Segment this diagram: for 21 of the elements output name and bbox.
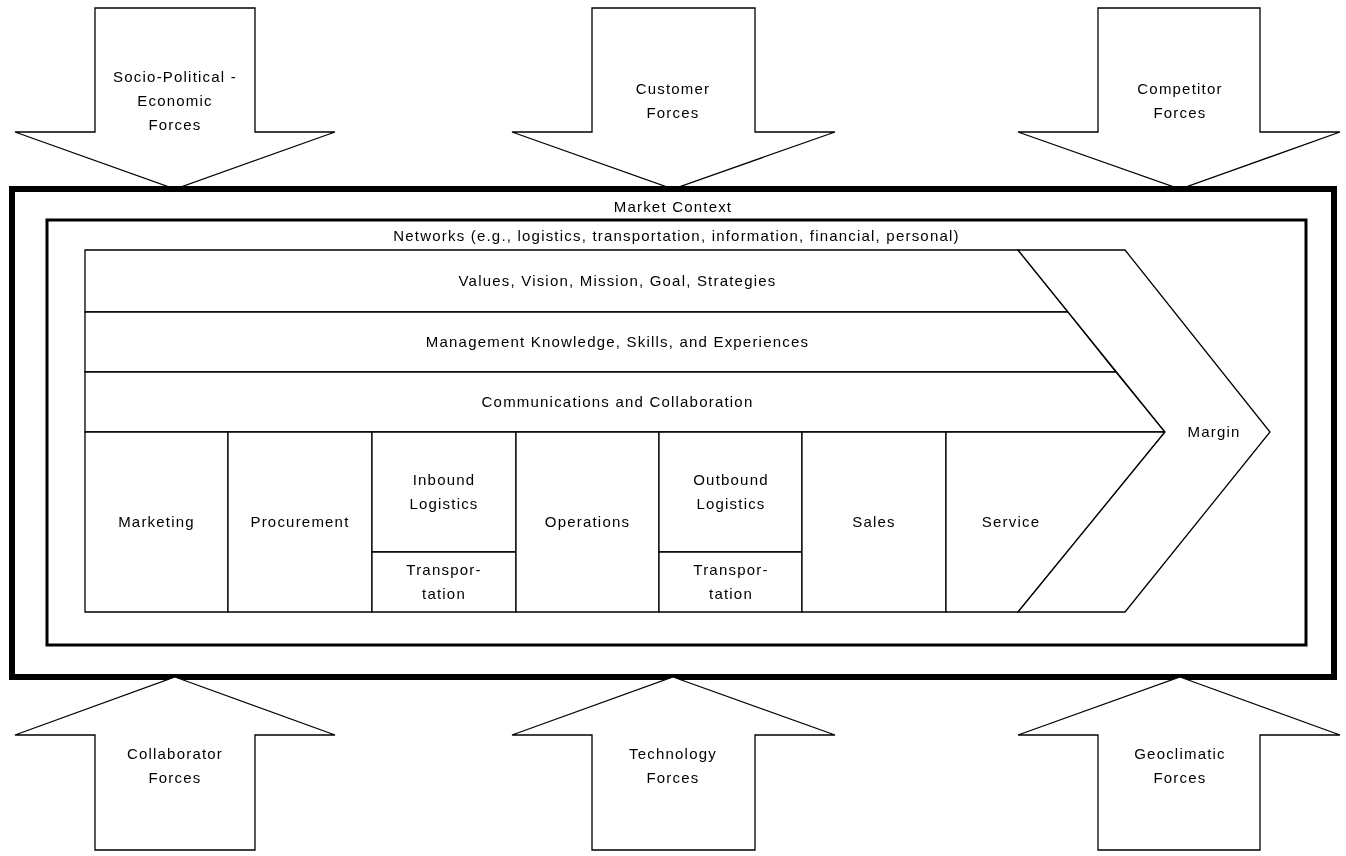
activity-label: Inbound Logistics — [408, 470, 480, 514]
activity-label: Transpor-tation — [692, 560, 770, 604]
frame-title: Market Context — [613, 197, 733, 217]
arrow-label: Competitor Forces — [1136, 79, 1224, 123]
frame-title: Networks (e.g., logistics, transportation, information, financial, personal) — [393, 226, 960, 246]
arrow-label: Geoclimatic Forces — [1133, 744, 1227, 788]
arrow-label: Technology Forces — [628, 744, 718, 788]
arrow-label: Socio-Political -Economic Forces — [112, 67, 238, 135]
margin-label: Margin — [1187, 422, 1241, 442]
band-label: Management Knowledge, Skills, and Experiences — [425, 332, 810, 352]
band-label: Communications and Collaboration — [481, 392, 754, 412]
activity-label: Procurement — [250, 512, 350, 532]
activity-label: Service — [981, 512, 1041, 532]
activity-label: Operations — [544, 512, 631, 532]
activity-label: Sales — [852, 512, 896, 532]
band-label: Values, Vision, Mission, Goal, Strategies — [458, 271, 777, 291]
activity-label: Outbound Logistics — [692, 470, 770, 514]
arrow-label: Customer Forces — [634, 79, 712, 123]
activity-label: Transpor-tation — [405, 560, 483, 604]
activity-label: Marketing — [118, 512, 195, 532]
arrow-label: Collaborator Forces — [125, 744, 225, 788]
